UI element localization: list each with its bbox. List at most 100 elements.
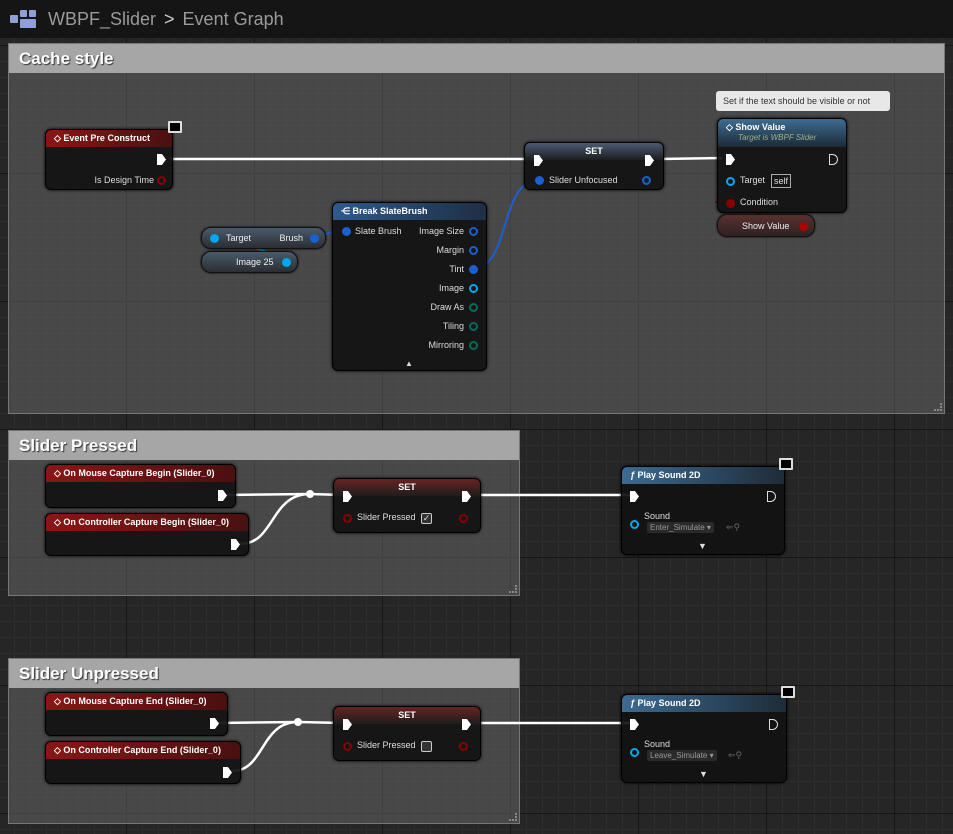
struct-out-pin[interactable]: [642, 176, 651, 185]
exec-out-pin[interactable]: [231, 539, 240, 550]
exec-out-pin[interactable]: [462, 719, 471, 730]
object-pin[interactable]: [630, 520, 639, 529]
var-label: Show Value: [742, 221, 790, 231]
exec-out-pin[interactable]: [157, 154, 166, 165]
exec-in-pin[interactable]: [726, 154, 735, 165]
output-pin[interactable]: [469, 303, 478, 312]
pin-label: Brush: [279, 233, 303, 243]
exec-out-pin[interactable]: [462, 491, 471, 502]
node-title: SET: [334, 707, 480, 724]
resize-handle[interactable]: [509, 585, 517, 593]
set-slider-pressed-node[interactable]: SET Slider Pressed ✓: [333, 478, 481, 533]
pin-label: Slate Brush: [355, 226, 402, 236]
breadcrumb-asset[interactable]: WBPF_Slider: [48, 8, 157, 29]
slider-pressed-checkbox[interactable]: [421, 741, 432, 752]
pin-label: Slider Pressed: [357, 740, 416, 750]
sound-asset-dropdown[interactable]: Leave_Simulate ▾: [647, 750, 717, 761]
break-slatebrush-node[interactable]: ⋲ Break SlateBrush Slate Brush Image Siz…: [332, 202, 487, 371]
resize-handle[interactable]: [934, 403, 942, 411]
object-pin[interactable]: [282, 258, 291, 267]
pin-label: Draw As: [430, 302, 464, 312]
set-slider-pressed-node[interactable]: SET Slider Pressed: [333, 706, 481, 761]
play-sound-2d-node[interactable]: ƒ Play Sound 2D Sound Enter_Simulate ▾ ⇐…: [621, 466, 785, 555]
struct-pin[interactable]: [342, 227, 351, 236]
node-title: SET: [334, 479, 480, 496]
pin-label: Margin: [436, 245, 464, 255]
pin-label: Slider Pressed: [357, 512, 416, 522]
object-pin[interactable]: [210, 234, 219, 243]
exec-out-pin[interactable]: [769, 719, 778, 730]
collapse-arrow-icon[interactable]: ▲: [405, 359, 413, 368]
exec-in-pin[interactable]: [630, 491, 639, 502]
resize-handle[interactable]: [509, 813, 517, 821]
on-mouse-capture-begin-node[interactable]: ◇ On Mouse Capture Begin (Slider_0): [45, 464, 236, 508]
browse-icon[interactable]: ⇐⚲: [728, 750, 743, 760]
on-mouse-capture-end-node[interactable]: ◇ On Mouse Capture End (Slider_0): [45, 692, 228, 736]
object-pin[interactable]: [630, 748, 639, 757]
blueprint-icon: [10, 10, 36, 28]
node-title: SET: [525, 143, 663, 160]
slider-pressed-checkbox[interactable]: ✓: [421, 513, 432, 524]
output-pin[interactable]: [469, 227, 478, 236]
bool-out-pin[interactable]: [459, 742, 468, 751]
output-pin[interactable]: [469, 322, 478, 331]
set-slider-unfocused-node[interactable]: SET Slider Unfocused: [524, 142, 664, 190]
exec-out-pin[interactable]: [829, 154, 838, 165]
node-title: ◇ Event Pre Construct: [46, 130, 172, 147]
exec-in-pin[interactable]: [534, 155, 543, 166]
breadcrumb-bar: WBPF_Slider > Event Graph: [0, 0, 953, 38]
node-title: ◇ On Controller Capture End (Slider_0): [46, 742, 240, 759]
pin-label: Is Design Time: [94, 175, 154, 185]
output-pin[interactable]: [469, 341, 478, 350]
exec-out-pin[interactable]: [210, 718, 219, 729]
target-brush-getter[interactable]: Target Brush: [201, 227, 326, 249]
on-controller-capture-begin-node[interactable]: ◇ On Controller Capture Begin (Slider_0): [45, 513, 249, 556]
bool-pin[interactable]: [343, 742, 352, 751]
image-25-variable[interactable]: Image 25: [201, 251, 298, 273]
comment-title[interactable]: Slider Unpressed: [9, 659, 519, 688]
exec-out-pin[interactable]: [223, 767, 232, 778]
play-sound-2d-node[interactable]: ƒ Play Sound 2D Sound Leave_Simulate ▾ ⇐…: [621, 694, 787, 783]
pin-label: Target: [740, 175, 766, 185]
chevron-right-icon: >: [164, 8, 175, 29]
monitor-icon: [781, 686, 795, 698]
pin-label: Tint: [449, 264, 464, 274]
bool-out-pin[interactable]: [459, 514, 468, 523]
exec-in-pin[interactable]: [343, 491, 352, 502]
bool-pin[interactable]: [726, 199, 735, 208]
pin-label: Tiling: [442, 321, 464, 331]
breadcrumb-graph[interactable]: Event Graph: [182, 8, 284, 29]
node-subtitle: Target is WBPF Slider: [738, 133, 817, 142]
bool-pin[interactable]: [799, 222, 808, 231]
output-pin[interactable]: [469, 246, 478, 255]
node-title: ƒ Play Sound 2D: [622, 467, 784, 484]
struct-pin[interactable]: [310, 234, 319, 243]
self-value: self: [771, 174, 792, 188]
struct-pin[interactable]: [535, 176, 544, 185]
bool-pin[interactable]: [157, 176, 166, 185]
comment-title[interactable]: Cache style: [9, 44, 944, 73]
event-pre-construct-node[interactable]: ◇ Event Pre Construct Is Design Time: [45, 129, 173, 190]
node-title: ◇ On Mouse Capture End (Slider_0): [46, 693, 227, 710]
pin-label: Image: [438, 283, 464, 293]
bool-pin[interactable]: [343, 514, 352, 523]
exec-out-pin[interactable]: [767, 491, 776, 502]
comment-title[interactable]: Slider Pressed: [9, 431, 519, 460]
sound-asset-dropdown[interactable]: Enter_Simulate ▾: [647, 522, 714, 533]
output-pin[interactable]: [469, 284, 478, 293]
node-comment-bubble[interactable]: Set if the text should be visible or not: [716, 91, 890, 111]
exec-out-pin[interactable]: [218, 490, 227, 501]
node-title: ⋲ Break SlateBrush: [333, 203, 486, 220]
show-value-variable[interactable]: Show Value: [717, 214, 815, 237]
exec-out-pin[interactable]: [645, 155, 654, 166]
expand-arrow-icon[interactable]: ▼: [698, 541, 707, 551]
exec-in-pin[interactable]: [343, 719, 352, 730]
expand-arrow-icon[interactable]: ▼: [699, 769, 708, 779]
exec-in-pin[interactable]: [630, 719, 639, 730]
node-title: ◇ On Mouse Capture Begin (Slider_0): [46, 465, 235, 482]
browse-icon[interactable]: ⇐⚲: [726, 522, 741, 532]
on-controller-capture-end-node[interactable]: ◇ On Controller Capture End (Slider_0): [45, 741, 241, 784]
output-pin[interactable]: [469, 265, 478, 274]
object-pin[interactable]: [726, 177, 735, 186]
